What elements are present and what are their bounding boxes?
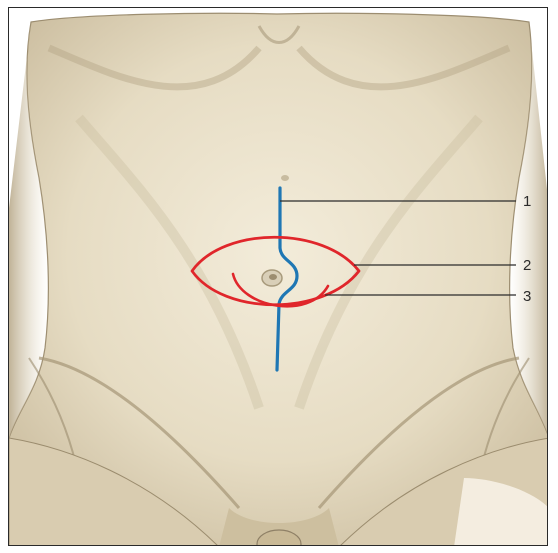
figure-frame: 1 2 3 bbox=[8, 7, 548, 546]
epigastric-mark bbox=[281, 175, 289, 181]
abdomen-illustration: 1 2 3 bbox=[9, 8, 548, 546]
callout-label-3: 3 bbox=[523, 288, 531, 305]
umbilicus-center bbox=[269, 274, 277, 280]
callout-label-2: 2 bbox=[523, 257, 531, 274]
callout-label-1: 1 bbox=[523, 193, 531, 210]
